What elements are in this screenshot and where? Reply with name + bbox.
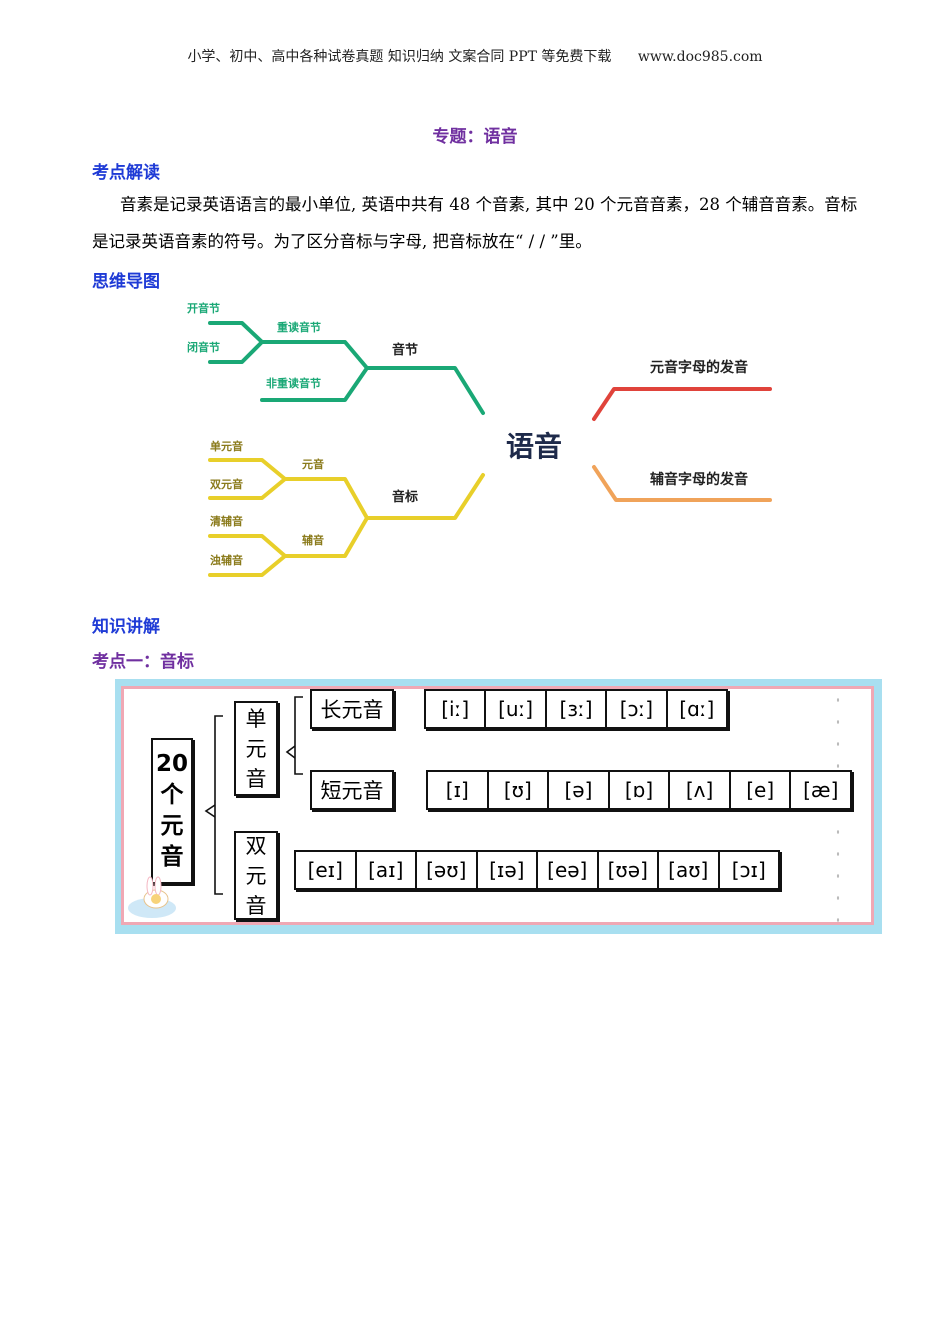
diphthong-5: [ʊə] bbox=[599, 852, 659, 888]
section-zhishi: 知识讲解 bbox=[92, 617, 160, 637]
twenty-vowels-box: 20 个 元 音 bbox=[151, 738, 193, 884]
mono-char-2: 音 bbox=[245, 766, 267, 791]
long-vowel-0: [iː] bbox=[426, 691, 487, 727]
diph-char-1: 元 bbox=[245, 863, 267, 888]
short-vowel-0: [ɪ] bbox=[428, 772, 489, 808]
node-voiceless: 清辅音 bbox=[210, 514, 243, 528]
diphthong-4: [eə] bbox=[538, 852, 599, 888]
mindmap-diagram: 开音节 闭音节 重读音节 非重读音节 音节 单元音 双元音 元音 清辅音 浊辅音… bbox=[187, 301, 772, 577]
branch-consonant-letters-line bbox=[592, 465, 772, 502]
diphthong-7: [ɔɪ] bbox=[731, 858, 766, 882]
main-char-1: 个 bbox=[160, 782, 184, 808]
diphthong-0: [eɪ] bbox=[296, 852, 357, 888]
diphthong-3: [ɪə] bbox=[478, 852, 538, 888]
mindmap-green-branch bbox=[208, 321, 485, 415]
vowel-chart-frame: 20 个 元 音 单 元 音 双 元 音 长元音 短元音 [iː] [uː] [… bbox=[115, 679, 882, 934]
mono-bracket-tip bbox=[285, 745, 296, 759]
node-stressed: 重读音节 bbox=[277, 320, 321, 334]
short-vowel-5: [e] bbox=[731, 772, 792, 808]
vowel-chart: 20 个 元 音 单 元 音 双 元 音 长元音 短元音 [iː] [uː] [… bbox=[121, 686, 874, 925]
long-vowel-3: [ɔː] bbox=[607, 691, 668, 727]
node-vowel-letters: 元音字母的发音 bbox=[650, 359, 748, 376]
mono-vowel-box: 单 元 音 bbox=[234, 701, 278, 796]
node-syllable: 音节 bbox=[392, 342, 418, 358]
short-vowel-3: [ɒ] bbox=[610, 772, 671, 808]
diph-char-2: 音 bbox=[245, 893, 267, 918]
main-char-3: 音 bbox=[160, 844, 184, 870]
diphthong-6: [aʊ] bbox=[659, 852, 720, 888]
diphthong-1: [aɪ] bbox=[357, 852, 417, 888]
bracket-lines bbox=[204, 696, 303, 895]
branch-unstressed-line bbox=[260, 366, 369, 402]
mindmap-yellow-branch bbox=[208, 458, 485, 577]
short-vowel-label: 短元音 bbox=[310, 770, 394, 810]
short-vowel-6: [æ] bbox=[803, 778, 839, 802]
mono-bracket bbox=[294, 696, 303, 775]
long-vowel-2: [ɜː] bbox=[547, 691, 608, 727]
diph-char-0: 双 bbox=[245, 833, 267, 858]
node-consonant-letters: 辅音字母的发音 bbox=[650, 471, 748, 488]
branch-syllable-line bbox=[208, 321, 485, 415]
short-vowel-row: [ɪ] [ʊ] [ə] [ɒ] [ʌ] [e] [æ] bbox=[426, 770, 852, 810]
node-voiced: 浊辅音 bbox=[210, 553, 243, 567]
header-text: 小学、初中、高中各种试卷真题 知识归纳 文案合同 PPT 等免费下载 bbox=[187, 49, 612, 65]
intro-text: 音素是记录英语语言的最小单位, 英语中共有 48 个音素, 其中 20 个元音音… bbox=[92, 195, 858, 251]
page-header: 小学、初中、高中各种试卷真题 知识归纳 文案合同 PPT 等免费下载 www.d… bbox=[0, 46, 950, 66]
main-char-2: 元 bbox=[160, 813, 184, 839]
main-bracket bbox=[214, 715, 223, 895]
short-vowel-4: [ʌ] bbox=[670, 772, 731, 808]
mono-char-0: 单 bbox=[245, 706, 267, 731]
short-vowel-1: [ʊ] bbox=[489, 772, 550, 808]
long-vowel-label: 长元音 bbox=[310, 689, 394, 729]
node-mono: 单元音 bbox=[210, 439, 243, 453]
section-kaodian: 考点解读 bbox=[92, 163, 160, 183]
node-closed: 闭音节 bbox=[187, 340, 220, 354]
diphthong-2: [əʊ] bbox=[417, 852, 478, 888]
long-vowel-4: [ɑː] bbox=[679, 697, 715, 721]
branch-diph-line bbox=[208, 477, 287, 500]
diphthong-box: 双 元 音 bbox=[234, 831, 278, 920]
bunny-icon bbox=[128, 876, 176, 918]
main-bracket-tip bbox=[204, 804, 216, 818]
node-center: 语音 bbox=[506, 430, 562, 463]
mono-char-1: 元 bbox=[245, 736, 267, 761]
branch-vowel-letters-line bbox=[592, 387, 772, 421]
section-kaodian1: 考点一：音标 bbox=[92, 652, 194, 672]
long-vowel-row: [iː] [uː] [ɜː] [ɔː] [ɑː] bbox=[424, 689, 728, 729]
branch-phonetic-line bbox=[208, 458, 485, 520]
node-phonetic: 音标 bbox=[392, 489, 418, 505]
branch-voiced-line bbox=[208, 554, 287, 577]
node-consonant: 辅音 bbox=[302, 533, 324, 547]
header-site[interactable]: www.doc985.com bbox=[637, 49, 763, 65]
page-title: 专题：语音 bbox=[432, 127, 518, 147]
long-vowel-1: [uː] bbox=[486, 691, 547, 727]
node-diph: 双元音 bbox=[210, 477, 243, 491]
short-vowel-2: [ə] bbox=[549, 772, 610, 808]
node-unstressed: 非重读音节 bbox=[266, 376, 321, 390]
node-vowel: 元音 bbox=[302, 457, 324, 471]
section-mindmap: 思维导图 bbox=[92, 272, 160, 292]
intro-paragraph: 音素是记录英语语言的最小单位, 英语中共有 48 个音素, 其中 20 个元音音… bbox=[92, 186, 862, 260]
node-open: 开音节 bbox=[187, 301, 220, 315]
diphthong-row: [eɪ] [aɪ] [əʊ] [ɪə] [eə] [ʊə] [aʊ] [ɔɪ] bbox=[294, 850, 780, 890]
main-char-0: 20 bbox=[155, 751, 188, 777]
branch-closed-line bbox=[208, 340, 264, 364]
